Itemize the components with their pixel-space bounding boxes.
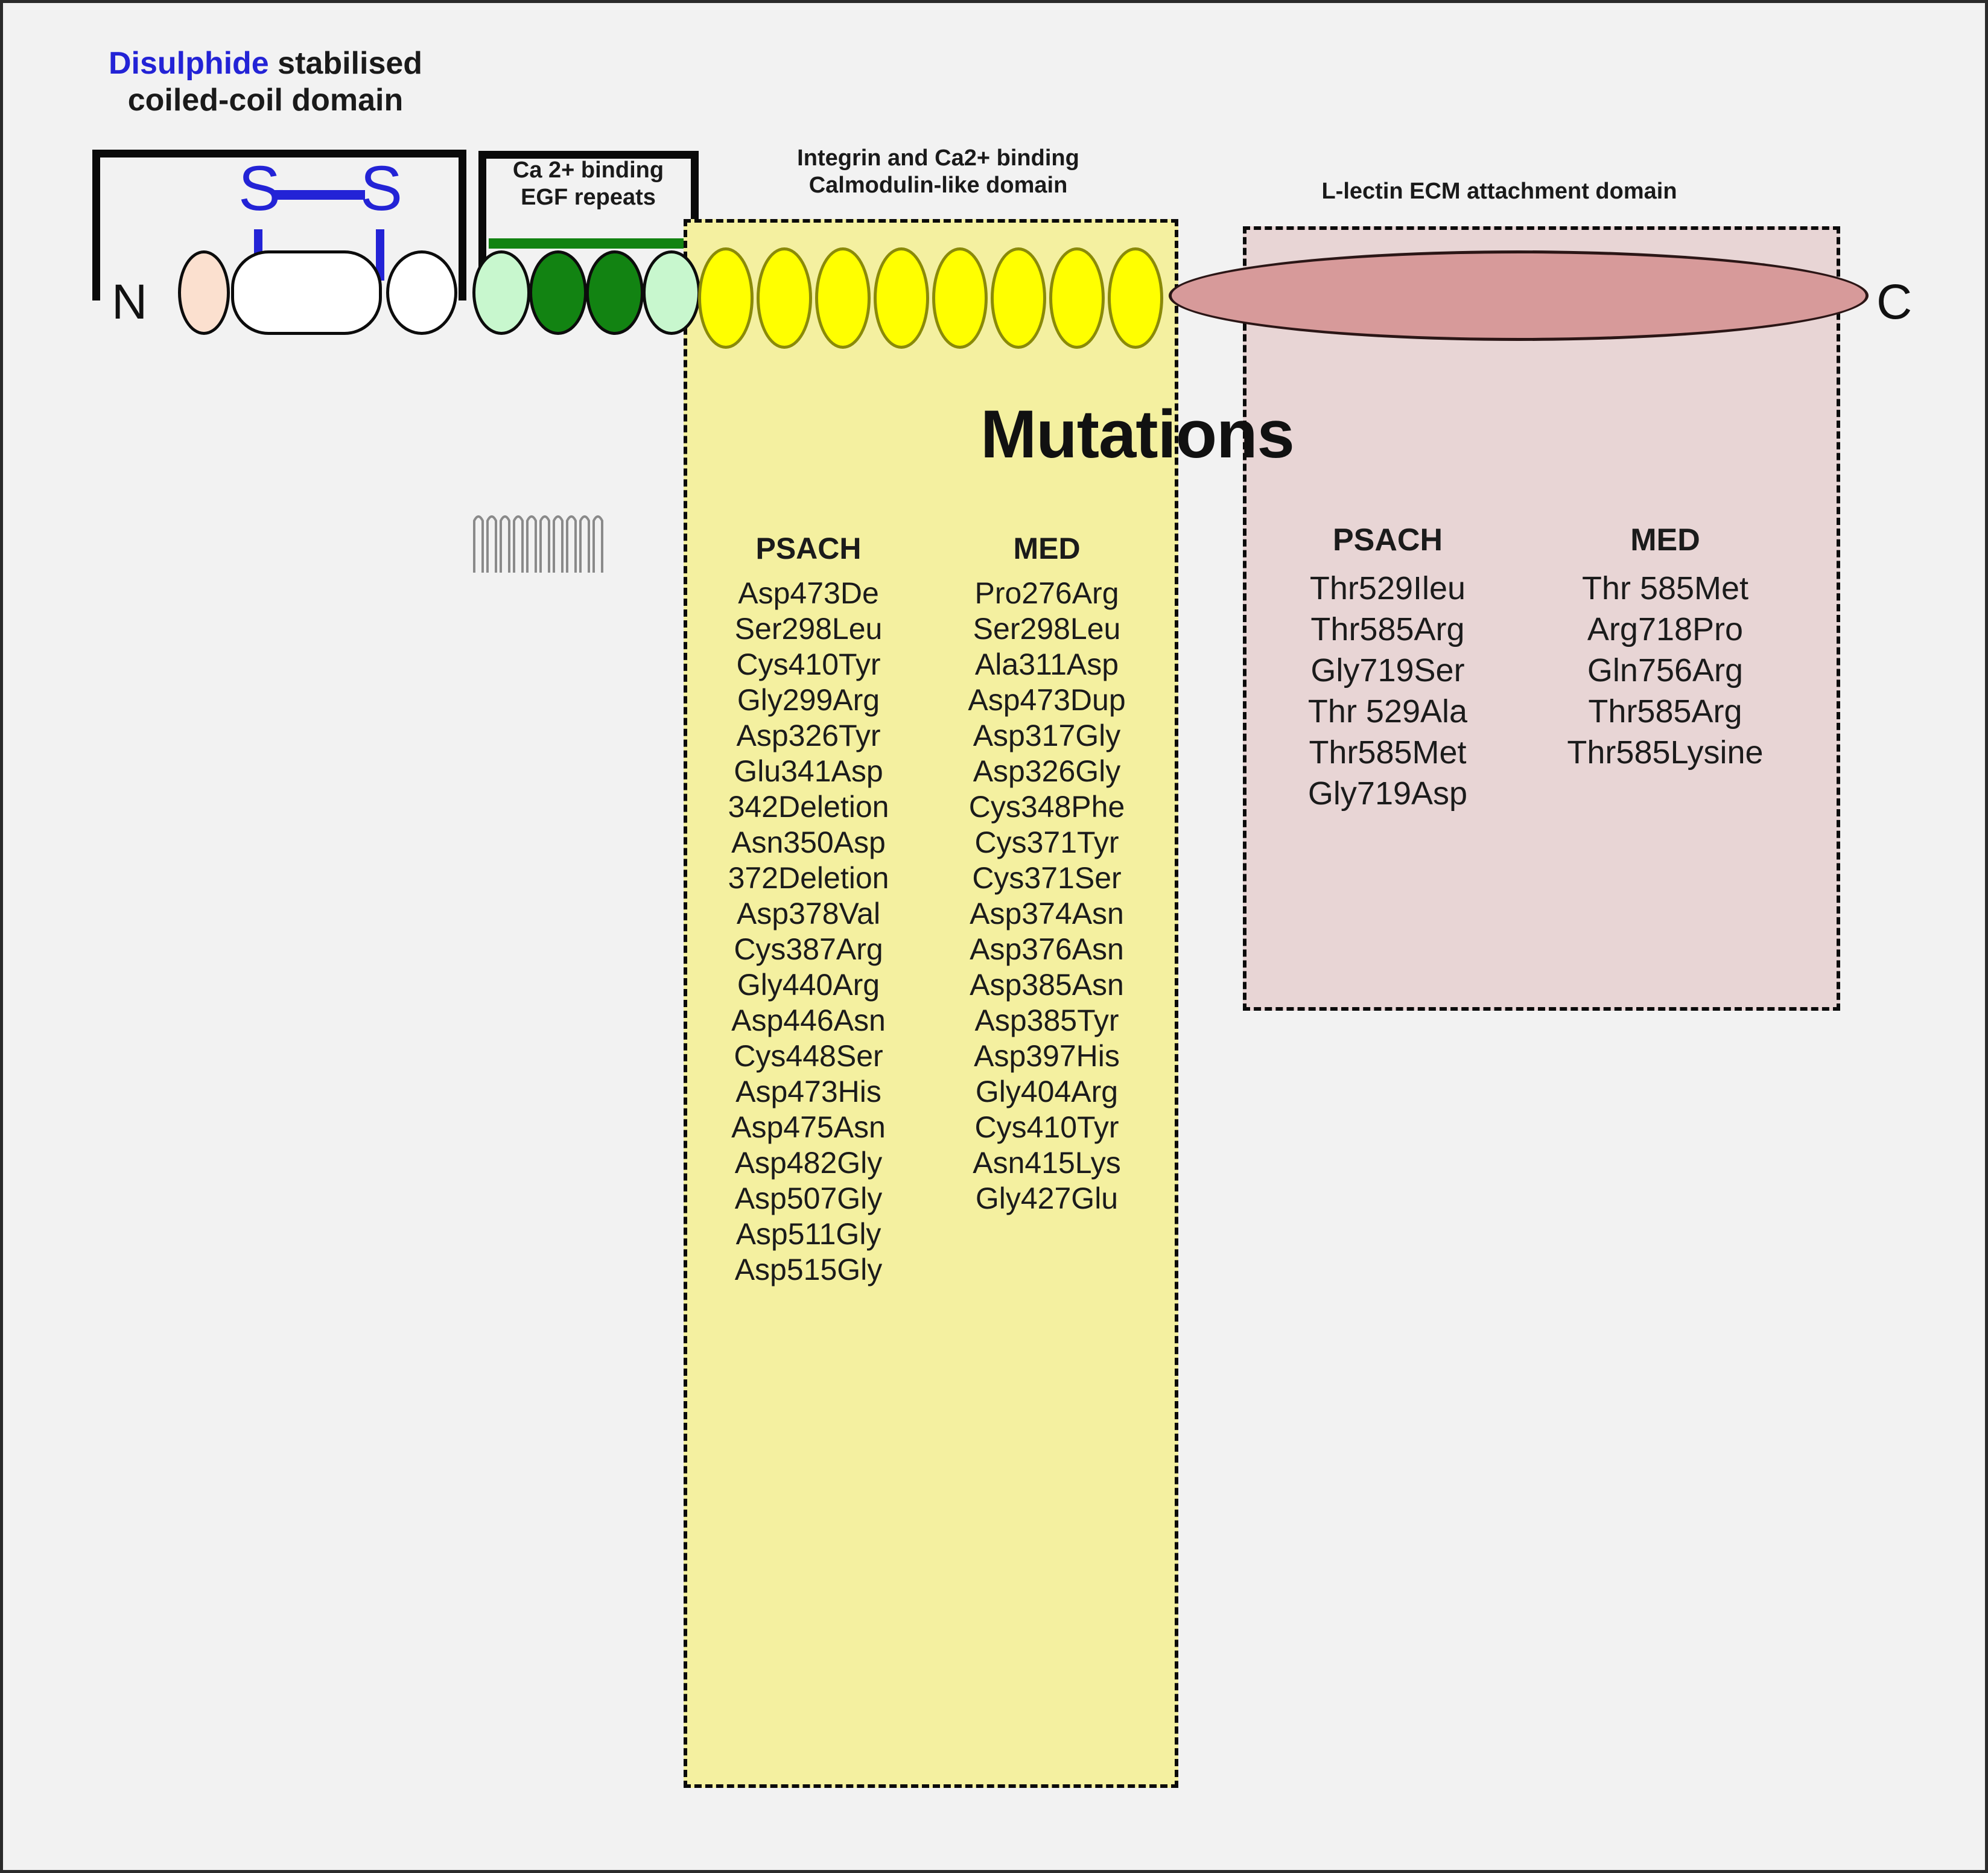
mutation-entry: Cys448Ser xyxy=(734,1039,883,1073)
lectin-domain-ellipse xyxy=(1169,250,1869,341)
n-terminus-label: N xyxy=(112,275,148,329)
label-coiled-coil-rest: stabilised coiled-coil domain xyxy=(127,46,423,118)
mutation-entry: Gly440Arg xyxy=(737,968,880,1002)
column-header: MED xyxy=(1013,532,1081,565)
mutation-entry: Asp385Tyr xyxy=(974,1003,1119,1037)
mutation-entry: Asp475Asn xyxy=(731,1110,886,1144)
sulphur-letter-right: S xyxy=(360,153,403,224)
mutation-entry: Cys371Tyr xyxy=(974,825,1119,859)
c-terminus-label: C xyxy=(1876,275,1913,329)
mutation-entry: Cys387Arg xyxy=(734,932,883,966)
n-terminal-oval xyxy=(178,250,230,335)
mutation-entry: Thr529Ileu xyxy=(1309,570,1466,606)
label-egf-repeats: Ca 2+ binding EGF repeats xyxy=(512,157,664,210)
mutation-entry: Glu341Asp xyxy=(734,754,883,788)
mutation-entry: Asn415Lys xyxy=(973,1146,1121,1180)
mutation-entry: Asp326Gly xyxy=(973,754,1121,788)
mutation-entry: Thr585Arg xyxy=(1588,693,1742,730)
mutation-entry: Gly719Asp xyxy=(1307,775,1468,812)
mutation-entry: Ala311Asp xyxy=(974,647,1119,681)
label-lectin-domain: L-lectin ECM attachment domain xyxy=(1321,179,1677,204)
mutation-entry: Asp473Dup xyxy=(968,683,1126,717)
mutation-entry: Thr 529Ala xyxy=(1307,693,1468,730)
disulphide-bond-bar xyxy=(275,190,365,200)
calmodulin-oval-7 xyxy=(1049,247,1105,349)
column-header: PSACH xyxy=(1332,523,1443,558)
mutation-entry: 372Deletion xyxy=(728,861,889,895)
label-calmodulin-domain: Integrin and Ca2+ binding Calmodulin-lik… xyxy=(797,145,1079,198)
mutation-entry: Thr585Met xyxy=(1309,734,1467,771)
mutation-entry: Thr585Lysine xyxy=(1567,734,1764,771)
mutation-entry: Cys410Tyr xyxy=(736,647,881,681)
mutation-entry: Cys371Ser xyxy=(972,861,1122,895)
calmodulin-oval-5 xyxy=(932,247,988,349)
calmodulin-mutations-box xyxy=(684,219,1178,1788)
mutation-entry: Gly404Arg xyxy=(975,1075,1119,1108)
bracket-coiled-coil xyxy=(92,150,466,301)
calmodulin-oval-4 xyxy=(874,247,929,349)
mutation-entry: Asp446Asn xyxy=(731,1003,886,1037)
mutation-entry: Gly719Ser xyxy=(1310,652,1465,689)
mutation-entry: Ser298Leu xyxy=(973,612,1121,646)
mutation-entry: Asp507Gly xyxy=(734,1181,883,1215)
mutation-entry: Gly427Glu xyxy=(975,1181,1119,1215)
mutation-entry: Arg718Pro xyxy=(1587,611,1744,648)
mutation-entry: Thr 585Met xyxy=(1581,570,1749,606)
mutation-entry: Ser298Leu xyxy=(734,612,883,646)
column-header: PSACH xyxy=(755,532,862,565)
mutation-entry: Asp515Gly xyxy=(734,1253,883,1286)
mutation-entry: Asp397His xyxy=(974,1039,1120,1073)
egf-repeat-oval-1 xyxy=(472,250,530,335)
mutation-entry: Asp376Asn xyxy=(970,932,1124,966)
calmodulin-oval-2 xyxy=(757,247,812,349)
mutation-entry: Asp317Gly xyxy=(973,719,1121,752)
mutation-entry: Asp473De xyxy=(738,576,879,610)
mutation-entry: Asp482Gly xyxy=(734,1146,883,1180)
mutation-entry: Asp473His xyxy=(735,1075,881,1108)
mutation-entry: 342Deletion xyxy=(728,790,889,824)
calmodulin-oval-6 xyxy=(991,247,1046,349)
calmodulin-oval-8 xyxy=(1108,247,1163,349)
mutation-entry: Asp511Gly xyxy=(735,1217,881,1251)
mutation-entry: Asp385Asn xyxy=(970,968,1124,1002)
calmodulin-oval-1 xyxy=(698,247,754,349)
egf-repeat-oval-4 xyxy=(643,250,700,335)
coiled-coil-segment xyxy=(231,250,603,573)
label-disulphide-highlight: Disulphide xyxy=(108,46,269,81)
mutation-entry: Gly299Arg xyxy=(737,683,880,717)
egf-green-underline xyxy=(489,238,688,249)
mutation-entry: Gln756Arg xyxy=(1587,652,1744,689)
mutation-entry: Asp378Val xyxy=(736,897,881,930)
mutation-entry: Asp326Tyr xyxy=(736,719,881,752)
column-header: MED xyxy=(1630,523,1700,558)
mutation-entry: Asp374Asn xyxy=(970,897,1124,930)
mutation-entry: Pro276Arg xyxy=(974,576,1119,610)
lectin-mutations-box xyxy=(1243,226,1840,1011)
coil-spring-icon xyxy=(473,515,603,573)
disulphide-stem-right xyxy=(376,229,384,281)
egf-repeat-oval-2 xyxy=(529,250,587,335)
coiled-coil-end-oval xyxy=(386,250,457,335)
label-coiled-coil-domain: Disulphide stabilised coiled-coil domain xyxy=(84,45,446,119)
mutations-title: Mutations xyxy=(980,396,1295,472)
mutation-entry: Asn350Asp xyxy=(731,825,886,859)
egf-repeat-oval-3 xyxy=(586,250,644,335)
mutation-entry: Cys348Phe xyxy=(968,790,1125,824)
disulphide-bond-graphic: S S xyxy=(232,157,413,308)
mutation-entry: Cys410Tyr xyxy=(974,1110,1119,1144)
mutation-entry: Thr585Arg xyxy=(1310,611,1465,648)
calmodulin-oval-3 xyxy=(815,247,871,349)
sulphur-letter-left: S xyxy=(238,153,281,224)
